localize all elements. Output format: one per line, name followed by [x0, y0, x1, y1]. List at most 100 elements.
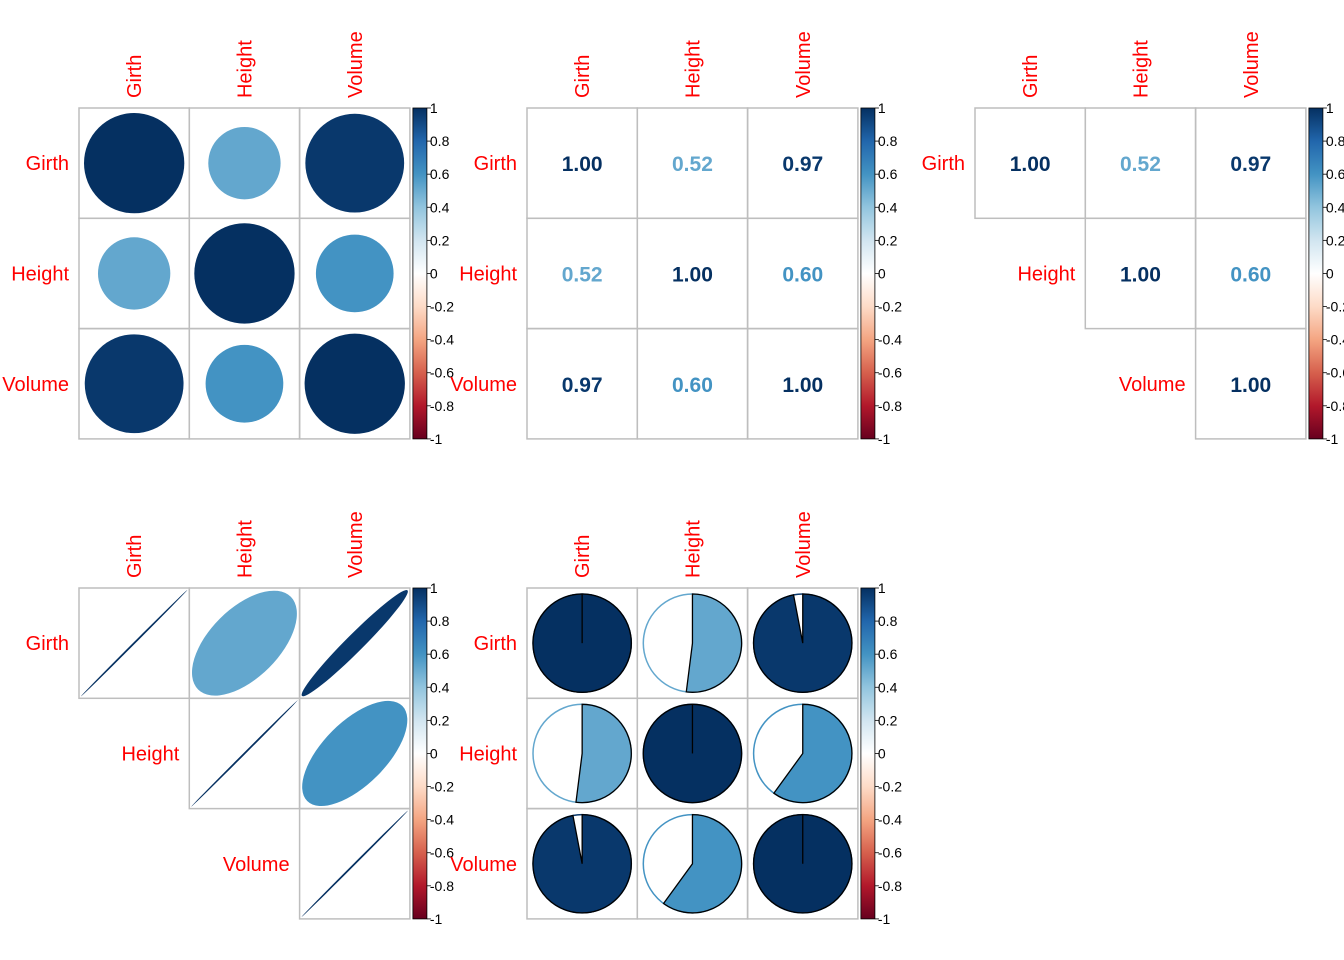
cell-volume-height — [188, 327, 301, 440]
corr-ellipse-mark — [191, 700, 298, 807]
corr-ellipse-mark — [191, 590, 297, 696]
colorbar-tick-label: 0.6 — [878, 166, 898, 182]
corr-circle-mark — [304, 333, 405, 434]
cell-height-volume: 0.60 — [1194, 217, 1307, 330]
row-label-height: Height — [459, 743, 517, 765]
colorbar-tick-label: -0.8 — [878, 878, 902, 894]
pie-slice — [772, 703, 853, 804]
colorbar-tick-label: -0.8 — [430, 398, 454, 414]
row-label-girth: Girth — [922, 153, 965, 175]
colorbar-tick-label: -0.6 — [1326, 365, 1344, 381]
pie-slice — [662, 813, 743, 914]
corr-value-label: 0.52 — [562, 263, 603, 286]
cell-height-volume — [746, 697, 859, 810]
column-label-girth: Girth — [572, 535, 594, 578]
colorbar-tick-label: -0.4 — [878, 332, 902, 348]
column-label-volume: Volume — [345, 511, 367, 578]
colorbar-tick-label: 0.4 — [430, 679, 450, 695]
colorbar-tick-label: 0.8 — [1326, 133, 1344, 149]
colorbar-tick-label: 0 — [430, 745, 438, 761]
cell-volume-girth — [78, 327, 191, 440]
colorbar-tick-label: 0.8 — [878, 613, 898, 629]
row-label-girth: Girth — [474, 153, 517, 175]
corr-value-label: 0.52 — [1120, 153, 1161, 176]
column-label-girth: Girth — [124, 535, 146, 578]
colorbar-tick-label: -0.4 — [430, 812, 454, 828]
colorbar — [1308, 107, 1324, 440]
corr-circle-mark — [205, 344, 284, 423]
column-label-girth: Girth — [1020, 55, 1042, 98]
colorbar — [412, 107, 428, 440]
cell-height-girth — [78, 217, 191, 330]
cell-girth-girth — [78, 107, 191, 220]
column-label-height: Height — [682, 40, 704, 98]
row-label-volume: Volume — [450, 854, 517, 876]
colorbar-tick-label: 0.6 — [430, 646, 450, 662]
cell-girth-volume: 0.97 — [746, 107, 859, 220]
cell-height-volume: 0.60 — [746, 217, 859, 330]
corr-value-label: 1.00 — [562, 153, 603, 176]
grid-cell — [298, 327, 411, 440]
corr-circle-mark — [194, 223, 295, 324]
column-label-height: Height — [682, 520, 704, 578]
corr-ellipse-mark — [80, 589, 188, 697]
cell-height-height: 1.00 — [1084, 217, 1197, 330]
row-label-volume: Volume — [2, 374, 69, 396]
row-label-volume: Volume — [450, 374, 517, 396]
column-label-height: Height — [234, 40, 256, 98]
pie-slice — [532, 813, 632, 914]
colorbar-tick-label: 0.8 — [430, 613, 450, 629]
column-label-height: Height — [234, 520, 256, 578]
corr-value-label: 0.60 — [782, 263, 823, 286]
column-label-girth: Girth — [572, 55, 594, 98]
pie-slice — [752, 593, 853, 693]
corr-ellipse-mark — [302, 700, 408, 807]
column-label-volume: Volume — [345, 31, 367, 98]
column-label-height: Height — [1130, 40, 1152, 98]
colorbar-tick-label: 1 — [430, 100, 438, 116]
cell-girth-height — [188, 587, 301, 700]
cell-height-height — [636, 697, 749, 810]
row-label-height: Height — [11, 263, 69, 285]
corr-value-label: 1.00 — [672, 263, 713, 286]
colorbar-tick-label: 0.2 — [878, 232, 898, 248]
cell-volume-girth: 0.97 — [526, 327, 639, 440]
colorbar-tick-label: 0.4 — [430, 199, 450, 215]
column-label-volume: Volume — [793, 511, 815, 578]
colorbar-tick-label: 0.6 — [878, 646, 898, 662]
cell-girth-volume — [298, 107, 411, 220]
colorbar-tick-label: -0.8 — [1326, 398, 1344, 414]
cell-girth-girth — [526, 587, 639, 700]
grid-cell — [746, 807, 859, 920]
pie-slice — [575, 703, 632, 804]
corr-value-label: 0.97 — [562, 374, 603, 397]
cell-girth-girth: 1.00 — [974, 107, 1087, 220]
colorbar-tick-label: -1 — [878, 431, 891, 447]
grid-cell — [746, 327, 859, 440]
cell-height-girth — [526, 697, 639, 810]
cell-girth-height — [188, 107, 301, 220]
colorbar-tick-label: -1 — [878, 911, 891, 927]
row-label-height: Height — [1017, 263, 1075, 285]
row-label-height: Height — [459, 263, 517, 285]
corr-ellipse-mark — [301, 590, 408, 697]
corr-circle-mark — [208, 126, 281, 200]
colorbar-tick-label: 0 — [430, 265, 438, 281]
row-label-girth: Girth — [474, 633, 517, 655]
row-label-volume: Volume — [223, 854, 290, 876]
column-label-volume: Volume — [793, 31, 815, 98]
colorbar-tick-label: 0.2 — [1326, 232, 1344, 248]
colorbar-tick-label: -0.2 — [878, 299, 902, 315]
colorbar-tick-label: 1 — [878, 580, 886, 596]
colorbar-tick-label: -0.4 — [1326, 332, 1344, 348]
colorbar-tick-label: -1 — [430, 911, 443, 927]
colorbar — [860, 107, 876, 440]
cell-volume-volume — [298, 807, 411, 920]
colorbar-tick-label: 1 — [878, 100, 886, 116]
cell-volume-volume: 1.00 — [1194, 327, 1307, 440]
